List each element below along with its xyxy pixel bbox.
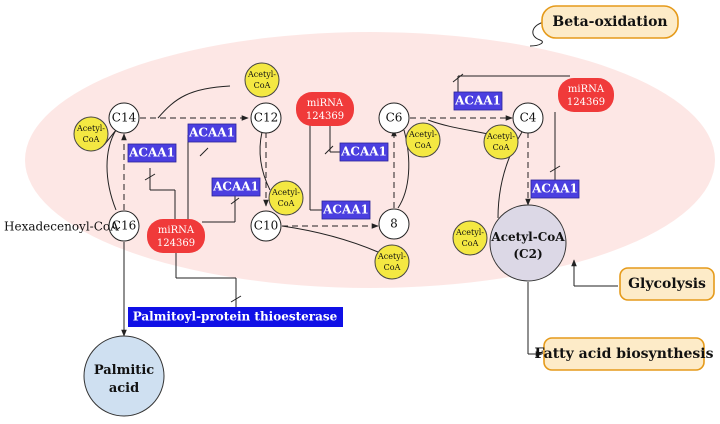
svg-text:CoA: CoA [462,239,479,248]
acaa1-label-4: ACAA1 [321,200,371,220]
svg-text:CoA: CoA [415,141,432,150]
fatty-acid-biosynthesis-box: Fatty acid biosynthesis [534,337,714,371]
svg-text:8: 8 [390,217,398,231]
node-c6: C6 [378,102,410,134]
acetyl-coa-4: Acetyl- CoA [374,244,410,280]
mirna-label-3: miRNA 124369 [558,78,614,112]
acaa1-label-5: ACAA1 [339,142,389,162]
svg-text:miRNA: miRNA [307,98,344,109]
svg-text:124369: 124369 [567,97,605,108]
acaa1-label-1: ACAA1 [127,143,177,163]
svg-text:CoA: CoA [83,135,100,144]
acetyl-coa-6: Acetyl- CoA [483,124,519,160]
svg-text:Acetyl-: Acetyl- [377,252,406,261]
acetyl-coa-1: Acetyl- CoA [73,116,109,152]
svg-text:ACAA1: ACAA1 [322,203,369,217]
svg-text:C16: C16 [112,219,136,233]
acetyl-coa-3: Acetyl- CoA [268,180,304,216]
svg-text:ACAA1: ACAA1 [212,180,259,194]
acetyl-coa-7: Acetyl- CoA [452,220,488,256]
svg-text:miRNA: miRNA [568,84,605,95]
svg-text:Palmitic: Palmitic [94,363,154,378]
svg-text:CoA: CoA [493,143,510,152]
svg-text:Acetyl-: Acetyl- [271,188,300,197]
node-c8: 8 [378,208,410,240]
acaa1-label-6: ACAA1 [453,91,503,111]
node-c12: C12 [250,102,282,134]
node-c10: C10 [250,210,282,242]
svg-text:Acetyl-CoA: Acetyl-CoA [490,230,565,244]
svg-text:(C2): (C2) [513,247,542,261]
svg-text:ACAA1: ACAA1 [128,146,175,160]
mirna-label-1: miRNA 124369 [147,219,205,253]
svg-text:Acetyl-: Acetyl- [486,132,515,141]
hexadecenoyl-coa-label: Hexadecenoyl-CoA [4,220,119,234]
svg-text:Acetyl-: Acetyl- [455,228,484,237]
svg-text:Fatty acid biosynthesis: Fatty acid biosynthesis [534,346,713,362]
svg-text:ACAA1: ACAA1 [454,94,501,108]
node-c14: C14 [108,102,140,134]
svg-text:124369: 124369 [157,238,195,249]
svg-text:Acetyl-: Acetyl- [247,70,276,79]
node-c4: C4 [512,102,544,134]
svg-text:CoA: CoA [254,81,271,90]
acaa1-label-7: ACAA1 [530,179,580,199]
beta-oxidation-box: Beta-oxidation [541,5,679,39]
node-c16: C16 [108,210,140,242]
svg-text:Palmitoyl-protein thioesterase: Palmitoyl-protein thioesterase [133,310,338,324]
svg-text:C4: C4 [520,111,537,125]
palmitoyl-thioesterase-bar: Palmitoyl-protein thioesterase [128,307,343,327]
acetyl-coa-c2-node: Acetyl-CoA (C2) [489,204,567,282]
svg-text:ACAA1: ACAA1 [340,145,387,159]
palmitic-acid-node: Palmitic acid [83,335,165,417]
svg-text:Acetyl-: Acetyl- [76,124,105,133]
svg-text:CoA: CoA [278,199,295,208]
glycolysis-box: Glycolysis [619,267,715,301]
acaa1-label-3: ACAA1 [211,177,261,197]
svg-text:Acetyl-: Acetyl- [408,130,437,139]
svg-text:C12: C12 [254,111,278,125]
mirna-label-2: miRNA 124369 [296,92,354,126]
svg-text:C10: C10 [254,219,278,233]
svg-text:C14: C14 [112,111,137,125]
svg-text:C6: C6 [386,111,403,125]
svg-text:CoA: CoA [384,263,401,272]
acetyl-coa-5: Acetyl- CoA [405,122,441,158]
svg-text:ACAA1: ACAA1 [531,182,578,196]
svg-text:Beta-oxidation: Beta-oxidation [552,14,667,30]
acetyl-coa-2: Acetyl- CoA [244,62,280,98]
acaa1-label-2: ACAA1 [187,123,237,143]
svg-text:124369: 124369 [306,111,344,122]
svg-text:miRNA: miRNA [158,225,195,236]
svg-text:Glycolysis: Glycolysis [628,276,706,292]
svg-text:ACAA1: ACAA1 [188,126,235,140]
svg-text:acid: acid [109,381,139,396]
